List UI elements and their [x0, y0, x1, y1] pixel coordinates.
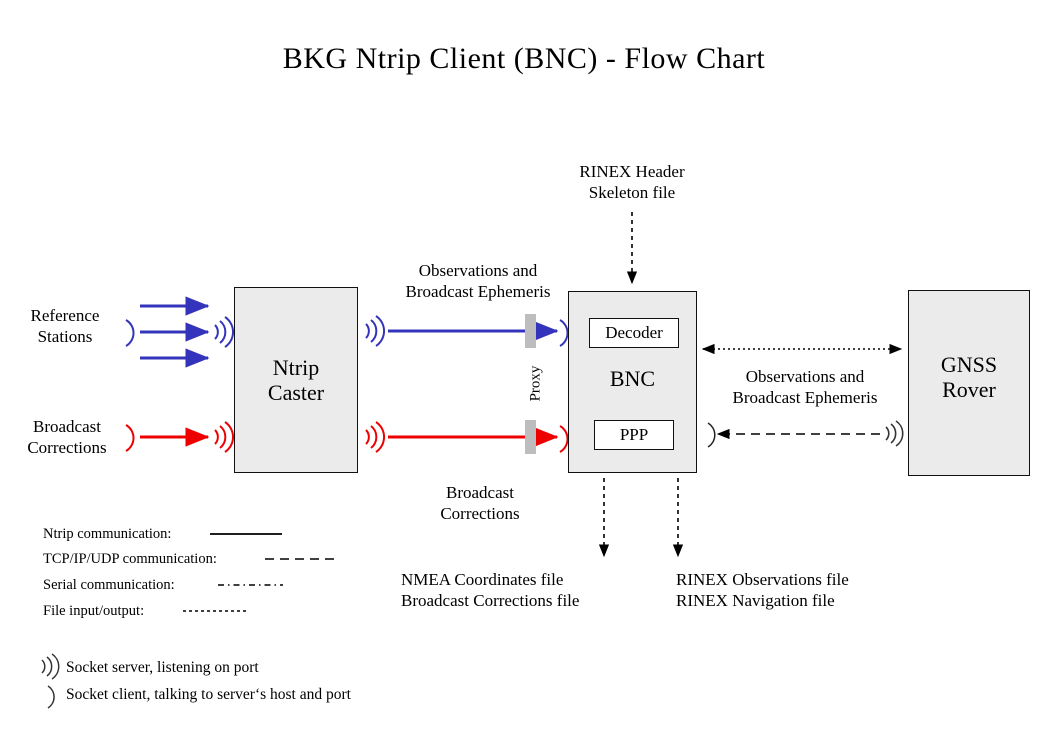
proxy-bar-obs — [525, 314, 536, 348]
socket-server-icon-rover — [885, 420, 904, 447]
broadcast-corrections-source-label: Broadcast Corrections — [27, 417, 107, 457]
bnc-decoder-label: Decoder — [605, 323, 663, 342]
node-gnss-rover[interactable]: GNSS Rover — [908, 290, 1030, 476]
socket-client-icon-bnc-corr — [559, 425, 569, 453]
node-bnc[interactable]: Decoder BNC PPP — [568, 291, 697, 473]
proxy-bar-corr — [525, 420, 536, 454]
node-ntrip-caster[interactable]: Ntrip Caster — [234, 287, 358, 473]
legend-label-tcpip: TCP/IP/UDP communication: — [43, 551, 217, 567]
socket-client-icon-broadcast-src — [125, 424, 135, 452]
socket-client-icon-refstations — [125, 319, 135, 347]
ntrip-caster-label: Ntrip Caster — [267, 355, 325, 405]
observations-ephemeris-right-label: Observations and Broadcast Ephemeris — [732, 367, 878, 407]
broadcast-corrections-mid-label: Broadcast Corrections — [440, 483, 520, 523]
socket-client-icon-bnc-obs — [559, 319, 569, 347]
reference-stations-label: Reference Stations — [30, 306, 100, 346]
page-title: BKG Ntrip Client (BNC) - Flow Chart — [282, 42, 766, 75]
bnc-ppp-label: PPP — [619, 425, 649, 444]
legend-label-fileio: File input/output: — [43, 603, 145, 619]
observations-ephemeris-top-label: Observations and Broadcast Ephemeris — [405, 261, 551, 301]
socket-server-icon-legend — [41, 653, 60, 680]
legend-label-socket-server: Socket server, listening on port — [66, 659, 259, 676]
bnc-label: BNC — [609, 366, 656, 391]
socket-server-icon-caster-right-obs — [365, 315, 385, 347]
bnc-ppp-module[interactable]: PPP — [594, 420, 674, 450]
socket-client-icon-legend — [47, 685, 55, 709]
legend-label-socket-client: Socket client, talking to server‘s host … — [66, 686, 351, 703]
socket-client-icon-bnc-rover — [707, 422, 716, 448]
socket-server-icon-caster-left-obs — [214, 316, 234, 348]
gnss-rover-label: GNSS Rover — [940, 352, 998, 402]
bnc-decoder-module[interactable]: Decoder — [589, 318, 679, 348]
output-files-left-label: NMEA Coordinates file Broadcast Correcti… — [401, 570, 580, 610]
legend-label-serial: Serial communication: — [43, 577, 175, 593]
output-files-right-label: RINEX Observations file RINEX Navigation… — [676, 570, 849, 610]
proxy-label: Proxy — [527, 365, 544, 402]
rinex-header-skeleton-label: RINEX Header Skeleton file — [579, 162, 685, 202]
legend-label-ntrip: Ntrip communication: — [43, 526, 172, 542]
socket-server-icon-caster-right-corr — [365, 421, 385, 453]
socket-server-icon-caster-left-corr — [214, 421, 234, 453]
